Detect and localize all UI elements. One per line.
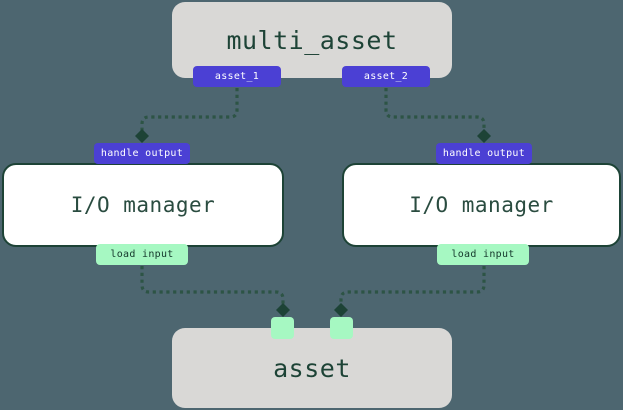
- badge-load-input-right[interactable]: load input: [437, 244, 529, 265]
- edge-load-input-right-to-asset-in-2-arrowhead-icon: [334, 303, 348, 317]
- edge-load-input-right-to-asset-in-2: [339, 266, 486, 310]
- badge-load-input-right-label: load input: [451, 249, 515, 260]
- handle-asset-input-1[interactable]: [271, 317, 294, 339]
- badge-asset-2-output-label: asset_2: [363, 71, 409, 82]
- edge-asset1-to-handle-output-left-arrowhead-icon: [135, 129, 149, 143]
- badge-asset-1-output-label: asset_1: [214, 71, 260, 82]
- badge-asset-2-output[interactable]: asset_2: [342, 66, 430, 87]
- node-io-manager-right[interactable]: I/O manager: [342, 163, 621, 247]
- node-asset[interactable]: asset: [172, 328, 452, 408]
- node-asset-label: asset: [273, 353, 351, 383]
- edge-load-input-left-to-asset-in-1-arrowhead-icon: [276, 303, 290, 317]
- edge-asset1-to-handle-output-left: [140, 88, 239, 136]
- badge-load-input-left[interactable]: load input: [96, 244, 188, 265]
- edge-asset2-to-handle-output-right-arrowhead-icon: [477, 129, 491, 143]
- badge-load-input-left-label: load input: [110, 249, 174, 260]
- node-multi-asset-label: multi_asset: [226, 25, 398, 55]
- badge-asset-1-output[interactable]: asset_1: [193, 66, 281, 87]
- handle-asset-input-2[interactable]: [330, 317, 353, 339]
- badge-handle-output-left[interactable]: handle output: [94, 143, 190, 164]
- node-io-manager-right-label: I/O manager: [409, 193, 554, 217]
- node-multi-asset[interactable]: multi_asset: [172, 2, 452, 78]
- node-io-manager-left[interactable]: I/O manager: [2, 163, 284, 247]
- badge-handle-output-left-label: handle output: [100, 148, 184, 159]
- badge-handle-output-right-label: handle output: [442, 148, 526, 159]
- node-io-manager-left-label: I/O manager: [70, 193, 216, 217]
- badge-handle-output-right[interactable]: handle output: [436, 143, 532, 164]
- edge-load-input-left-to-asset-in-1: [140, 266, 285, 310]
- edge-asset2-to-handle-output-right: [384, 88, 486, 136]
